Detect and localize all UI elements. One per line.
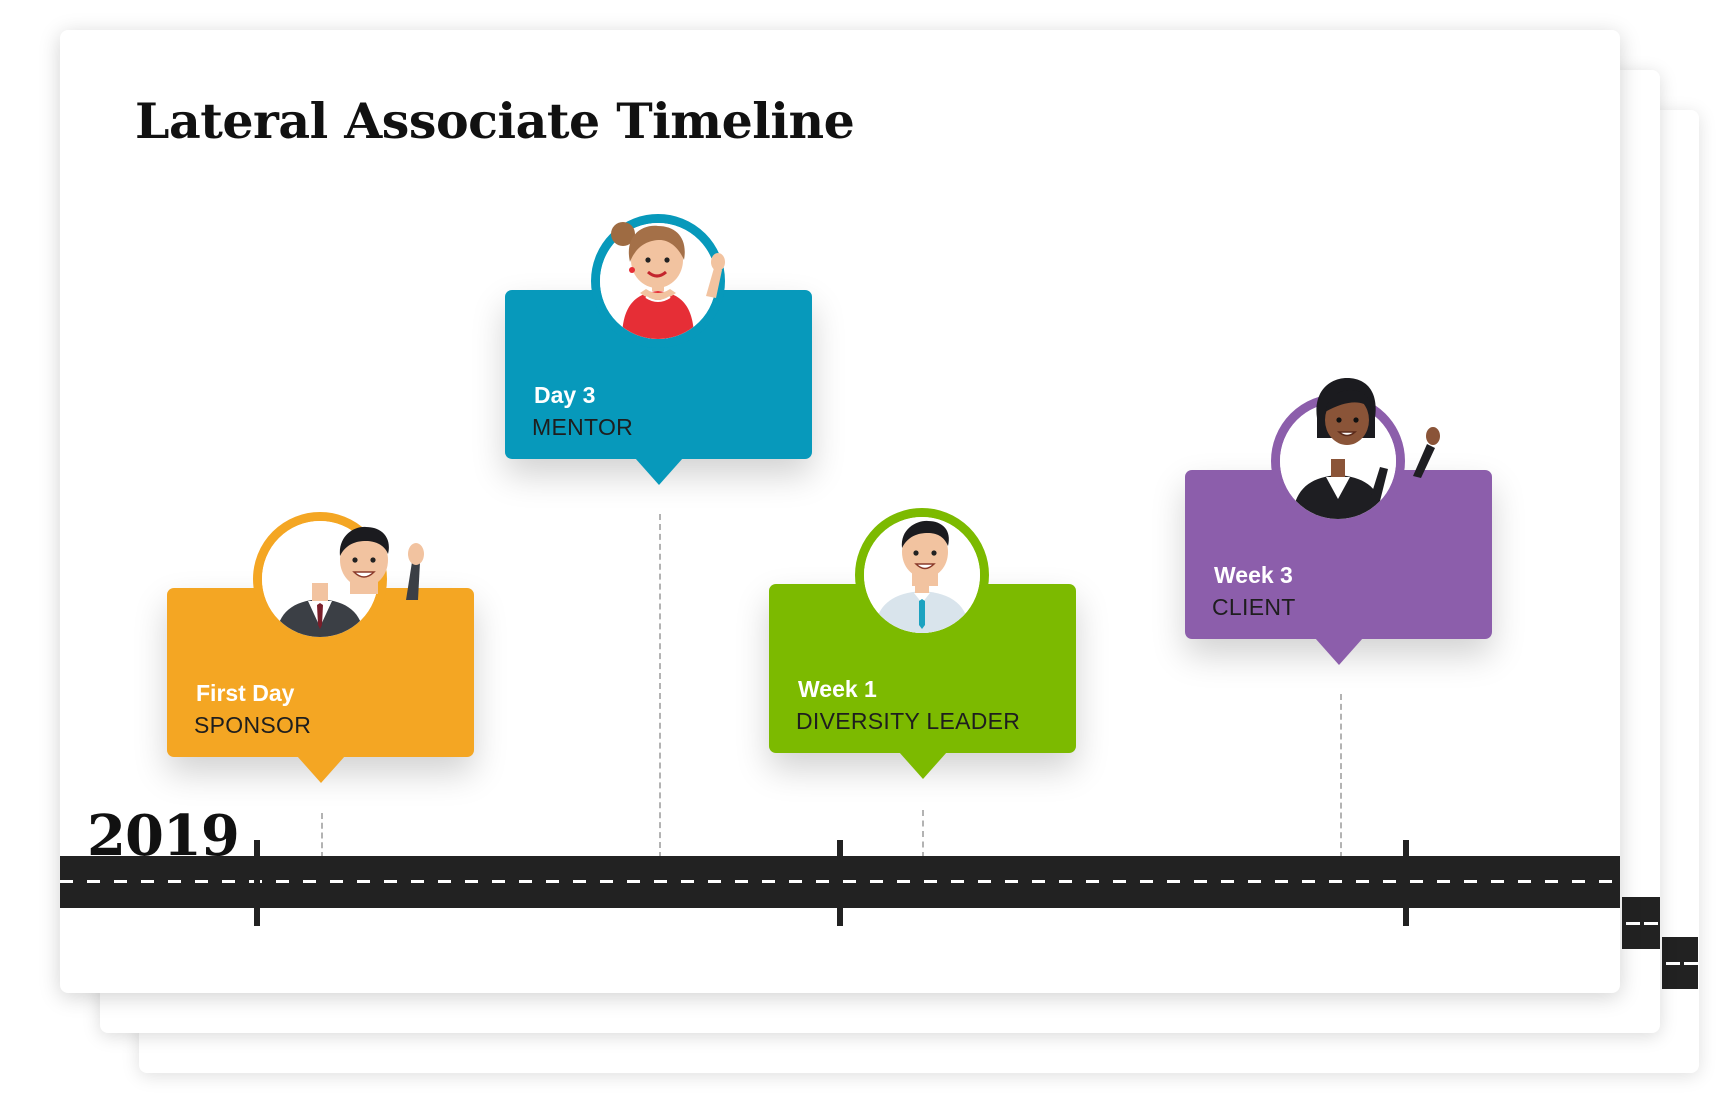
avatar-woman-black-suit — [1280, 403, 1396, 519]
man-shirt-head-icon — [901, 520, 949, 586]
card-pointer — [898, 752, 947, 779]
connector-line-first-day — [321, 813, 323, 858]
milestone-role: MENTOR — [532, 414, 634, 440]
milestone-time: Week 3 — [1214, 562, 1293, 588]
avatar-ring — [253, 512, 387, 646]
milestone-role: CLIENT — [1212, 594, 1296, 620]
milestone-role: SPONSOR — [194, 712, 312, 738]
milestone-card-day-3[interactable]: Day 3 MENTOR — [505, 214, 812, 485]
timeline-tick — [1403, 840, 1409, 926]
road-peek-middle — [1622, 897, 1660, 949]
timeline-tick — [254, 840, 260, 926]
milestone-time: Day 3 — [534, 382, 596, 408]
milestone-time: Week 1 — [798, 676, 877, 702]
avatar-ring — [1271, 394, 1405, 528]
year-label: 2019 — [87, 803, 240, 869]
connector-line-day-3 — [659, 514, 661, 858]
connector-line-week-3 — [1340, 694, 1342, 858]
woman-black-suit-head-icon — [1316, 378, 1440, 478]
man-waving-head-icon — [339, 526, 424, 600]
timeline-tick — [837, 840, 843, 926]
card-pointer — [296, 756, 345, 783]
card-pointer — [634, 458, 683, 485]
milestone-card-week-3[interactable]: Week 3 CLIENT — [1185, 394, 1492, 665]
milestone-card-week-1[interactable]: Week 1 DIVERSITY LEADER — [769, 508, 1076, 779]
woman-red-dress-head-icon — [611, 222, 725, 298]
connector-line-week-1 — [922, 810, 924, 858]
timeline-slide: Lateral Associate Timeline 2019 First Da… — [60, 30, 1620, 993]
page-title: Lateral Associate Timeline — [135, 92, 855, 150]
card-pointer — [1314, 638, 1363, 665]
road-peek-back — [1662, 937, 1698, 989]
milestone-role: DIVERSITY LEADER — [796, 708, 1021, 734]
milestone-card-first-day[interactable]: First Day SPONSOR — [167, 512, 474, 783]
milestone-time: First Day — [196, 680, 295, 706]
